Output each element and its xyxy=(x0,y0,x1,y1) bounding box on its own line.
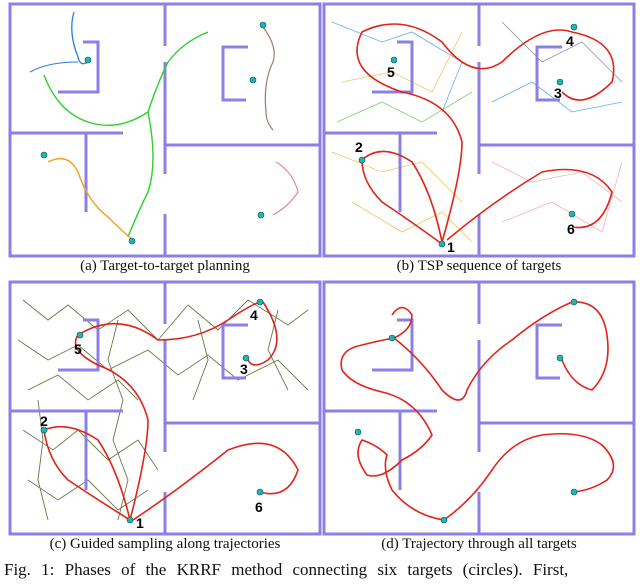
panel-c-figure: 1 2 3 4 5 6 xyxy=(8,280,322,536)
label-1: 1 xyxy=(447,239,455,255)
panel-b-figure: 1 2 3 4 5 6 xyxy=(322,2,636,258)
label-2: 2 xyxy=(40,413,48,429)
panel-b: 1 2 3 4 5 6 xyxy=(322,2,636,258)
label-3: 3 xyxy=(240,361,248,377)
panel-a-figure xyxy=(8,2,322,258)
panel-d-figure xyxy=(322,280,636,536)
label-6: 6 xyxy=(255,499,263,515)
caption-c: (c) Guided sampling along trajectories xyxy=(49,536,281,552)
label-4: 4 xyxy=(566,33,574,49)
panel-a xyxy=(8,2,322,258)
caption-b: (b) TSP sequence of targets xyxy=(396,258,562,274)
panel-d xyxy=(322,280,636,536)
label-6: 6 xyxy=(567,221,575,237)
label-2: 2 xyxy=(355,139,363,155)
caption-d: (d) Trajectory through all targets xyxy=(381,536,577,552)
label-3: 3 xyxy=(554,85,562,101)
caption-a: (a) Target-to-target planning xyxy=(80,258,250,274)
label-4: 4 xyxy=(250,307,258,323)
label-5: 5 xyxy=(74,341,82,357)
label-1: 1 xyxy=(136,515,144,531)
figure-caption: Fig. 1: Phases of the KRRF method connec… xyxy=(4,560,569,579)
panel-c: 1 2 3 4 5 6 xyxy=(8,280,322,536)
label-5: 5 xyxy=(387,64,395,80)
